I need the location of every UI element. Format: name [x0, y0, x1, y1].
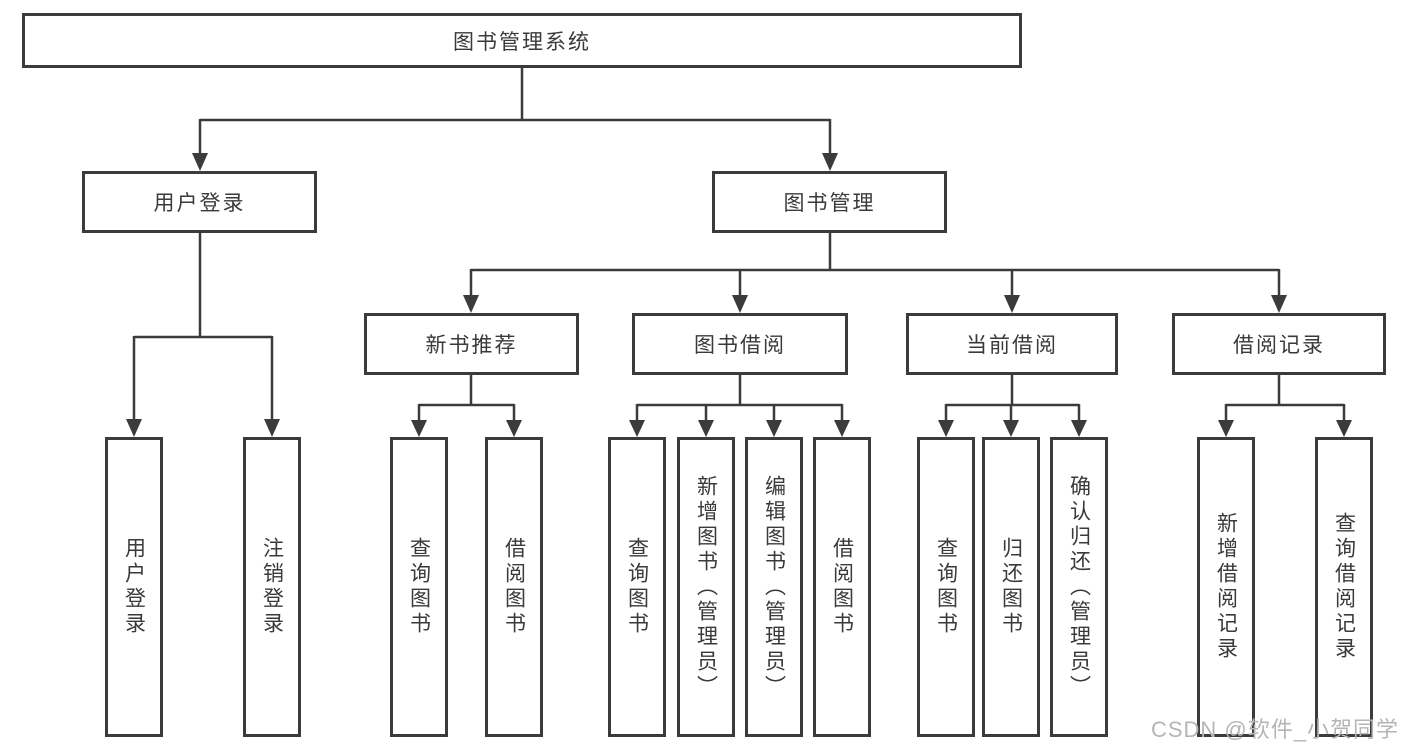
arrow-down-icon	[1271, 295, 1287, 313]
arrow-down-icon	[1218, 420, 1234, 437]
arrow-down-icon	[834, 420, 850, 437]
node-root-label: 图书管理系统	[453, 30, 591, 54]
node-add-borrow-record: 新增借阅记录	[1197, 437, 1255, 737]
arrow-down-icon	[506, 420, 522, 437]
node-logout-label: 注销登录	[260, 537, 284, 637]
node-user-login: 用户登录	[82, 171, 317, 233]
arrow-down-icon	[698, 420, 714, 437]
node-confirm-return-admin-label: 确认归还（管理员）	[1067, 474, 1091, 700]
node-return-book: 归还图书	[982, 437, 1040, 737]
node-query-books-recommend: 查询图书	[390, 437, 448, 737]
node-book-borrow-label: 图书借阅	[694, 334, 786, 357]
arrow-down-icon	[463, 295, 479, 313]
node-login: 用户登录	[105, 437, 163, 737]
arrow-down-icon	[411, 420, 427, 437]
node-borrow-records: 借阅记录	[1172, 313, 1386, 375]
arrow-down-icon	[629, 420, 645, 437]
node-book-borrow: 图书借阅	[632, 313, 848, 375]
arrow-down-icon	[766, 420, 782, 437]
node-confirm-return-admin: 确认归还（管理员）	[1050, 437, 1108, 737]
node-add-borrow-record-label: 新增借阅记录	[1214, 512, 1238, 662]
node-logout: 注销登录	[243, 437, 301, 737]
arrow-down-icon	[822, 153, 838, 171]
node-borrow-books: 借阅图书	[813, 437, 871, 737]
arrow-down-icon	[938, 420, 954, 437]
node-edit-book-admin-label: 编辑图书（管理员）	[762, 474, 786, 700]
node-query-books-recommend-label: 查询图书	[407, 537, 431, 637]
node-query-borrow-record-label: 查询借阅记录	[1332, 512, 1356, 662]
node-query-books-current: 查询图书	[917, 437, 975, 737]
node-query-books-borrow: 查询图书	[608, 437, 666, 737]
arrow-down-icon	[126, 419, 142, 437]
node-borrow-books-label: 借阅图书	[830, 537, 854, 637]
node-return-book-label: 归还图书	[999, 537, 1023, 637]
arrow-down-icon	[264, 419, 280, 437]
arrow-down-icon	[1336, 420, 1352, 437]
node-new-book-recommend-label: 新书推荐	[425, 334, 518, 357]
node-user-login-label: 用户登录	[153, 192, 246, 215]
node-book-management: 图书管理	[712, 171, 947, 233]
node-root: 图书管理系统	[22, 13, 1022, 68]
node-book-management-label: 图书管理	[783, 192, 876, 215]
node-edit-book-admin: 编辑图书（管理员）	[745, 437, 803, 737]
arrow-down-icon	[1004, 295, 1020, 313]
node-borrow-books-recommend-label: 借阅图书	[502, 537, 526, 637]
node-new-book-recommend: 新书推荐	[364, 313, 579, 375]
node-add-book-admin-label: 新增图书（管理员）	[694, 474, 718, 700]
node-query-books-borrow-label: 查询图书	[625, 537, 649, 637]
node-borrow-books-recommend: 借阅图书	[485, 437, 543, 737]
arrow-down-icon	[1071, 420, 1087, 437]
arrow-down-icon	[192, 153, 208, 171]
node-borrow-records-label: 借阅记录	[1233, 334, 1325, 357]
node-add-book-admin: 新增图书（管理员）	[677, 437, 735, 737]
node-login-label: 用户登录	[122, 537, 146, 637]
arrow-down-icon	[1003, 420, 1019, 437]
node-current-borrow: 当前借阅	[906, 313, 1118, 375]
node-query-borrow-record: 查询借阅记录	[1315, 437, 1373, 737]
node-current-borrow-label: 当前借阅	[966, 334, 1058, 357]
watermark-text: CSDN @软件_小贺同学	[1150, 717, 1399, 742]
node-query-books-current-label: 查询图书	[934, 537, 958, 637]
arrow-down-icon	[732, 295, 748, 313]
